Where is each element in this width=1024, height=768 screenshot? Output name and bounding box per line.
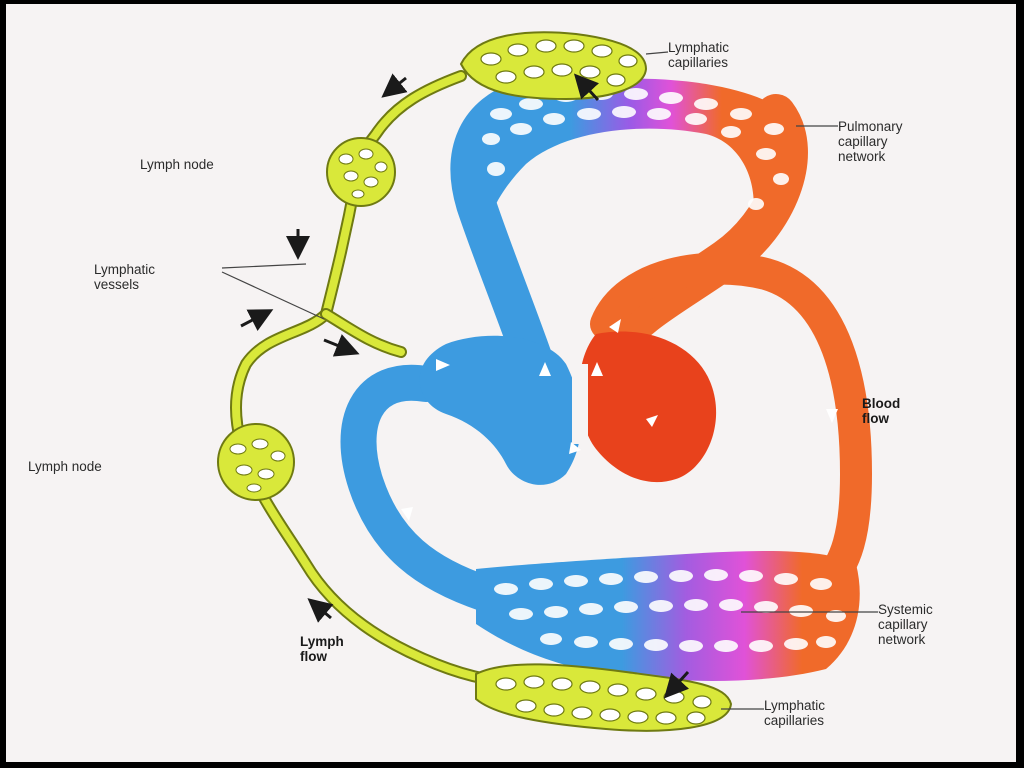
lymphatic-system: [217, 31, 733, 732]
label-line: network: [838, 149, 886, 164]
systemic-circuit: [340, 252, 873, 681]
heart: [419, 331, 717, 485]
label-line: Lymphatic: [668, 40, 730, 55]
systemic-capillary-mesh: [494, 569, 846, 652]
left-heart: [579, 331, 717, 483]
right-heart: [419, 335, 581, 485]
label-line: Lymph node: [28, 459, 102, 474]
label-line: capillaries: [668, 55, 729, 70]
lymph-mesh-bottom: [495, 675, 712, 725]
label-pulmonary-capillary-network: Pulmonary capillary network: [838, 119, 903, 164]
label-line: Blood: [862, 396, 901, 411]
label-lymphatic-vessels: Lymphatic vessels: [94, 262, 155, 292]
label-systemic-capillary-network: Systemic capillary network: [878, 602, 933, 647]
blood-flow-arrows: [401, 319, 838, 521]
lymph-node-lower-mesh: [229, 438, 286, 493]
label-line: Lymphatic: [764, 698, 826, 713]
label-line: Pulmonary: [838, 119, 903, 134]
leader-lines: [221, 51, 878, 710]
label-line: network: [878, 632, 926, 647]
label-lymph-flow: Lymph flow: [300, 634, 344, 664]
lymph-flow-arrows: [240, 73, 690, 699]
label-line: vessels: [94, 277, 140, 292]
lymph-mesh-top: [480, 39, 638, 87]
label-line: flow: [300, 649, 327, 664]
label-line: Lymphatic: [94, 262, 156, 277]
lymph-node-upper-mesh: [338, 148, 388, 199]
circulation-diagram: [217, 31, 878, 732]
pulmonary-capillary-mesh: [482, 88, 789, 210]
label-line: Lymph node: [140, 157, 214, 172]
diagram-canvas: Lymphatic capillaries Pulmonary capillar…: [6, 4, 1016, 762]
label-lymphatic-capillaries-bottom: Lymphatic capillaries: [764, 698, 825, 728]
label-line: capillaries: [764, 713, 825, 728]
label-line: Systemic: [878, 602, 933, 617]
label-lymph-node-lower: Lymph node: [28, 459, 102, 474]
lymph-node-lower: [217, 423, 295, 501]
label-line: capillary: [838, 134, 888, 149]
label-blood-flow: Blood flow: [862, 396, 900, 426]
label-line: capillary: [878, 617, 928, 632]
label-line: Lymph: [300, 634, 344, 649]
label-line: flow: [862, 411, 889, 426]
label-lymph-node-upper: Lymph node: [140, 157, 214, 172]
label-lymphatic-capillaries-top: Lymphatic capillaries: [668, 40, 729, 70]
